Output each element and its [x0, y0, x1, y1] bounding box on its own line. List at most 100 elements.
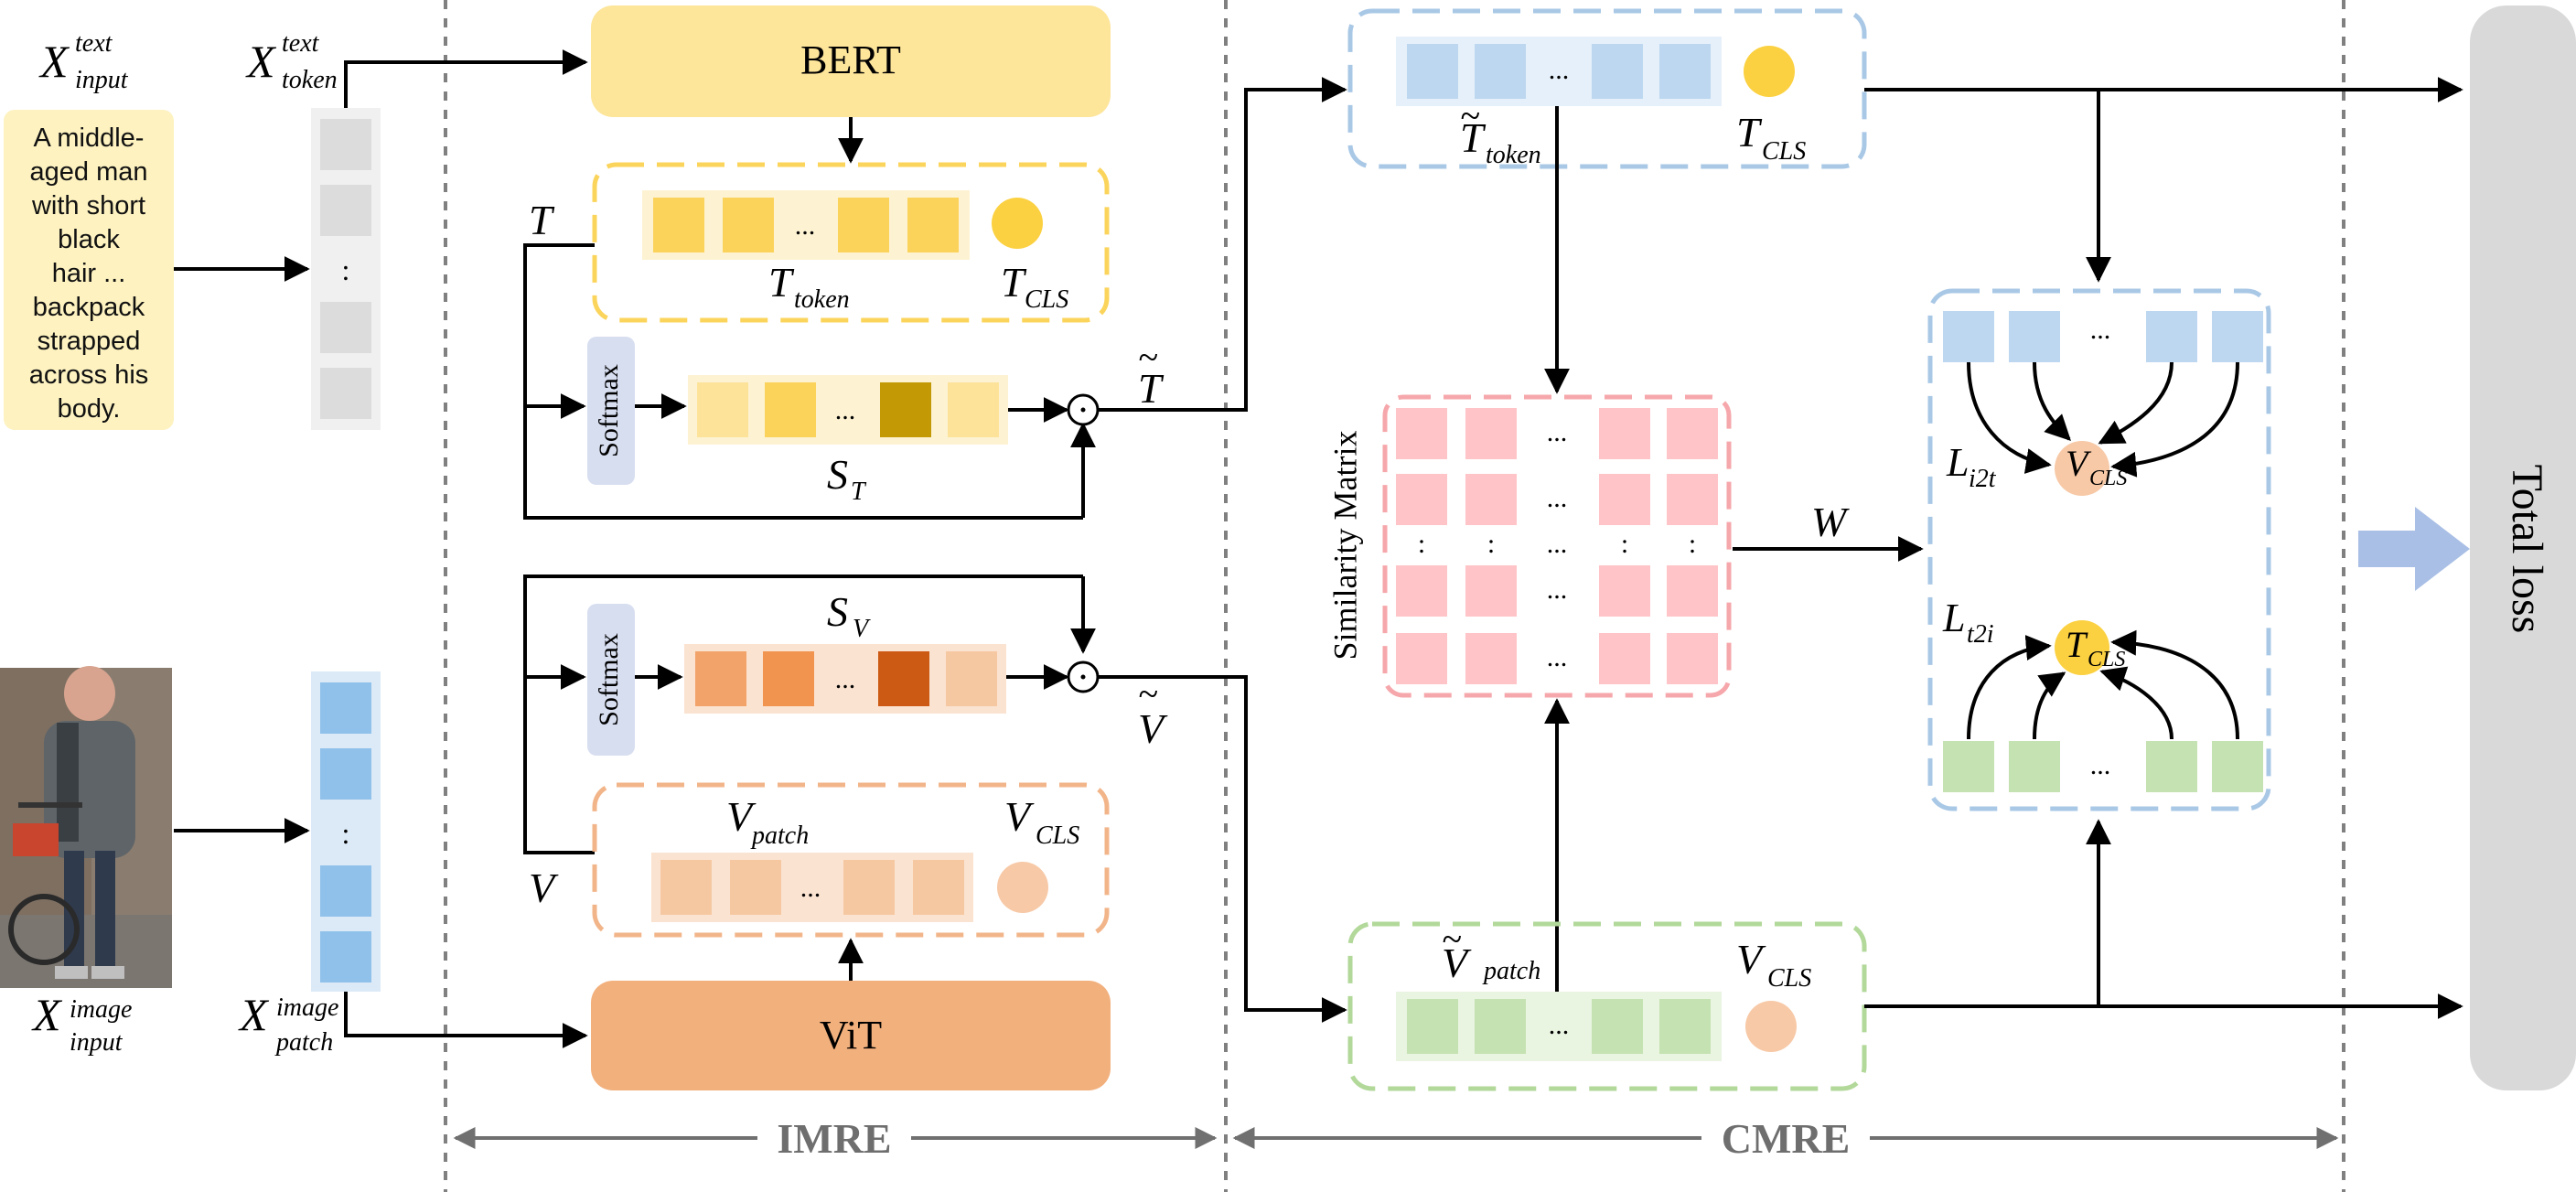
- svg-text:...: ...: [800, 873, 821, 903]
- similarity-cell: [1396, 565, 1447, 617]
- cmre-label: CMRE: [1722, 1115, 1851, 1162]
- text-input-line: black: [58, 225, 120, 254]
- svg-text:L: L: [1946, 440, 1969, 485]
- svg-text:...: ...: [1549, 55, 1570, 85]
- svg-text:Softmax: Softmax: [594, 633, 624, 726]
- text-token-label: X text token: [245, 29, 338, 94]
- svg-text:CLS: CLS: [1025, 285, 1068, 314]
- vit-encoder: ViT: [591, 981, 1111, 1090]
- similarity-cell: [1667, 408, 1718, 459]
- similarity-cell: [1599, 633, 1650, 684]
- similarity-ellipsis: ...: [1547, 483, 1568, 513]
- v-patch-label: V patch: [726, 793, 809, 850]
- l-i2t-label: L i2t: [1946, 440, 1997, 493]
- w-label: W: [1811, 499, 1850, 545]
- similarity-cell: [1465, 474, 1517, 525]
- similarity-vdots: :: [1418, 529, 1425, 559]
- text-input-line: strapped: [38, 327, 141, 356]
- svg-text::: :: [342, 253, 350, 286]
- svg-text:patch: patch: [274, 1028, 333, 1057]
- similarity-cell: [1465, 633, 1517, 684]
- text-input-line: across his: [29, 360, 149, 390]
- svg-text:V: V: [1736, 936, 1766, 983]
- svg-text:...: ...: [2090, 750, 2111, 780]
- text-input-line: aged man: [30, 157, 148, 187]
- refined-text-box: ... ~ T token T CLS: [1347, 8, 1867, 169]
- svg-text:patch: patch: [750, 822, 809, 850]
- text-input-line: with short: [31, 191, 145, 220]
- v-branch-line: [523, 575, 1083, 854]
- svg-text:token: token: [282, 66, 338, 94]
- svg-text:S: S: [827, 588, 848, 635]
- t-cls-label: T CLS: [1001, 259, 1068, 314]
- similarity-matrix: ......::::.........: [1382, 394, 1732, 698]
- svg-text:token: token: [1486, 141, 1541, 169]
- similarity-ellipsis: ...: [1547, 417, 1568, 447]
- alignment-loss-box: ... V CLS L i2t T CLS L t2i: [1927, 288, 2271, 811]
- similarity-cell: [1667, 474, 1718, 525]
- similarity-vdots: :: [1621, 529, 1628, 559]
- text-input-line: backpack: [33, 293, 145, 322]
- svg-text:S: S: [827, 451, 848, 498]
- svg-text:V: V: [1138, 705, 1168, 752]
- v-label: V: [529, 864, 559, 911]
- t-label: T: [529, 197, 555, 243]
- softmax-visual: Softmax: [587, 604, 635, 756]
- similarity-vdots: :: [1689, 529, 1696, 559]
- vt-patch-label: ~ V patch: [1442, 918, 1540, 986]
- similarity-center-ellipsis: ...: [1547, 529, 1568, 559]
- svg-text:text: text: [75, 29, 113, 58]
- svg-text:CLS: CLS: [2088, 648, 2125, 671]
- st-weights: ... S T: [688, 375, 1008, 506]
- svg-text:...: ...: [2090, 315, 2111, 345]
- arrow-tokens-to-bert: [344, 49, 588, 108]
- svg-text:~: ~: [1138, 673, 1158, 714]
- svg-text:CLS: CLS: [1762, 137, 1806, 166]
- svg-text:input: input: [70, 1028, 123, 1057]
- svg-text::: :: [342, 817, 350, 850]
- similarity-cell: [1599, 408, 1650, 459]
- svg-text:T: T: [851, 478, 867, 506]
- similarity-cell: [1396, 633, 1447, 684]
- svg-text:CLS: CLS: [2089, 467, 2127, 490]
- svg-text:...: ...: [835, 664, 856, 694]
- multiply-node-visual: [1067, 660, 1100, 693]
- total-loss-bar: Total loss: [2470, 5, 2576, 1090]
- person-image: [0, 666, 172, 988]
- similarity-cell: [1667, 565, 1718, 617]
- svg-text:CLS: CLS: [1036, 822, 1079, 850]
- svg-text:V: V: [1004, 793, 1035, 840]
- image-input-label: X image input: [31, 989, 132, 1057]
- l-t2i-label: L t2i: [1942, 596, 1994, 649]
- text-input-line: A middle-: [34, 123, 145, 153]
- similarity-cell: [1599, 474, 1650, 525]
- svg-text:...: ...: [835, 395, 856, 425]
- svg-text:V: V: [853, 615, 871, 643]
- sv-weights: ...: [684, 644, 1006, 714]
- bert-encoder: BERT: [591, 5, 1111, 117]
- svg-text:...: ...: [1549, 1010, 1570, 1040]
- svg-text:X: X: [38, 36, 70, 87]
- svg-text:~: ~: [1138, 337, 1158, 378]
- svg-text:input: input: [75, 66, 129, 94]
- sv-label: S V: [827, 588, 871, 643]
- svg-text:V: V: [726, 793, 757, 840]
- multiply-node-text: [1067, 393, 1100, 426]
- svg-text:X: X: [238, 989, 270, 1040]
- similarity-cell: [1465, 408, 1517, 459]
- big-arrow-to-total-loss: [2358, 507, 2470, 591]
- svg-text:~: ~: [1442, 918, 1462, 960]
- svg-text:text: text: [282, 29, 320, 58]
- image-patch-label: X image patch: [238, 989, 338, 1057]
- similarity-ellipsis: ...: [1547, 575, 1568, 605]
- t-tilde-label: ~ T: [1138, 337, 1165, 412]
- text-token-column: :: [311, 108, 381, 430]
- svg-text:~: ~: [1460, 95, 1480, 136]
- refined-visual-box: ~ V patch V CLS ...: [1347, 918, 1867, 1091]
- svg-text:V: V: [2066, 443, 2092, 484]
- svg-text:T: T: [1736, 109, 1763, 156]
- svg-text:ViT: ViT: [820, 1013, 882, 1058]
- svg-text:BERT: BERT: [800, 38, 901, 82]
- svg-text:image: image: [70, 995, 132, 1024]
